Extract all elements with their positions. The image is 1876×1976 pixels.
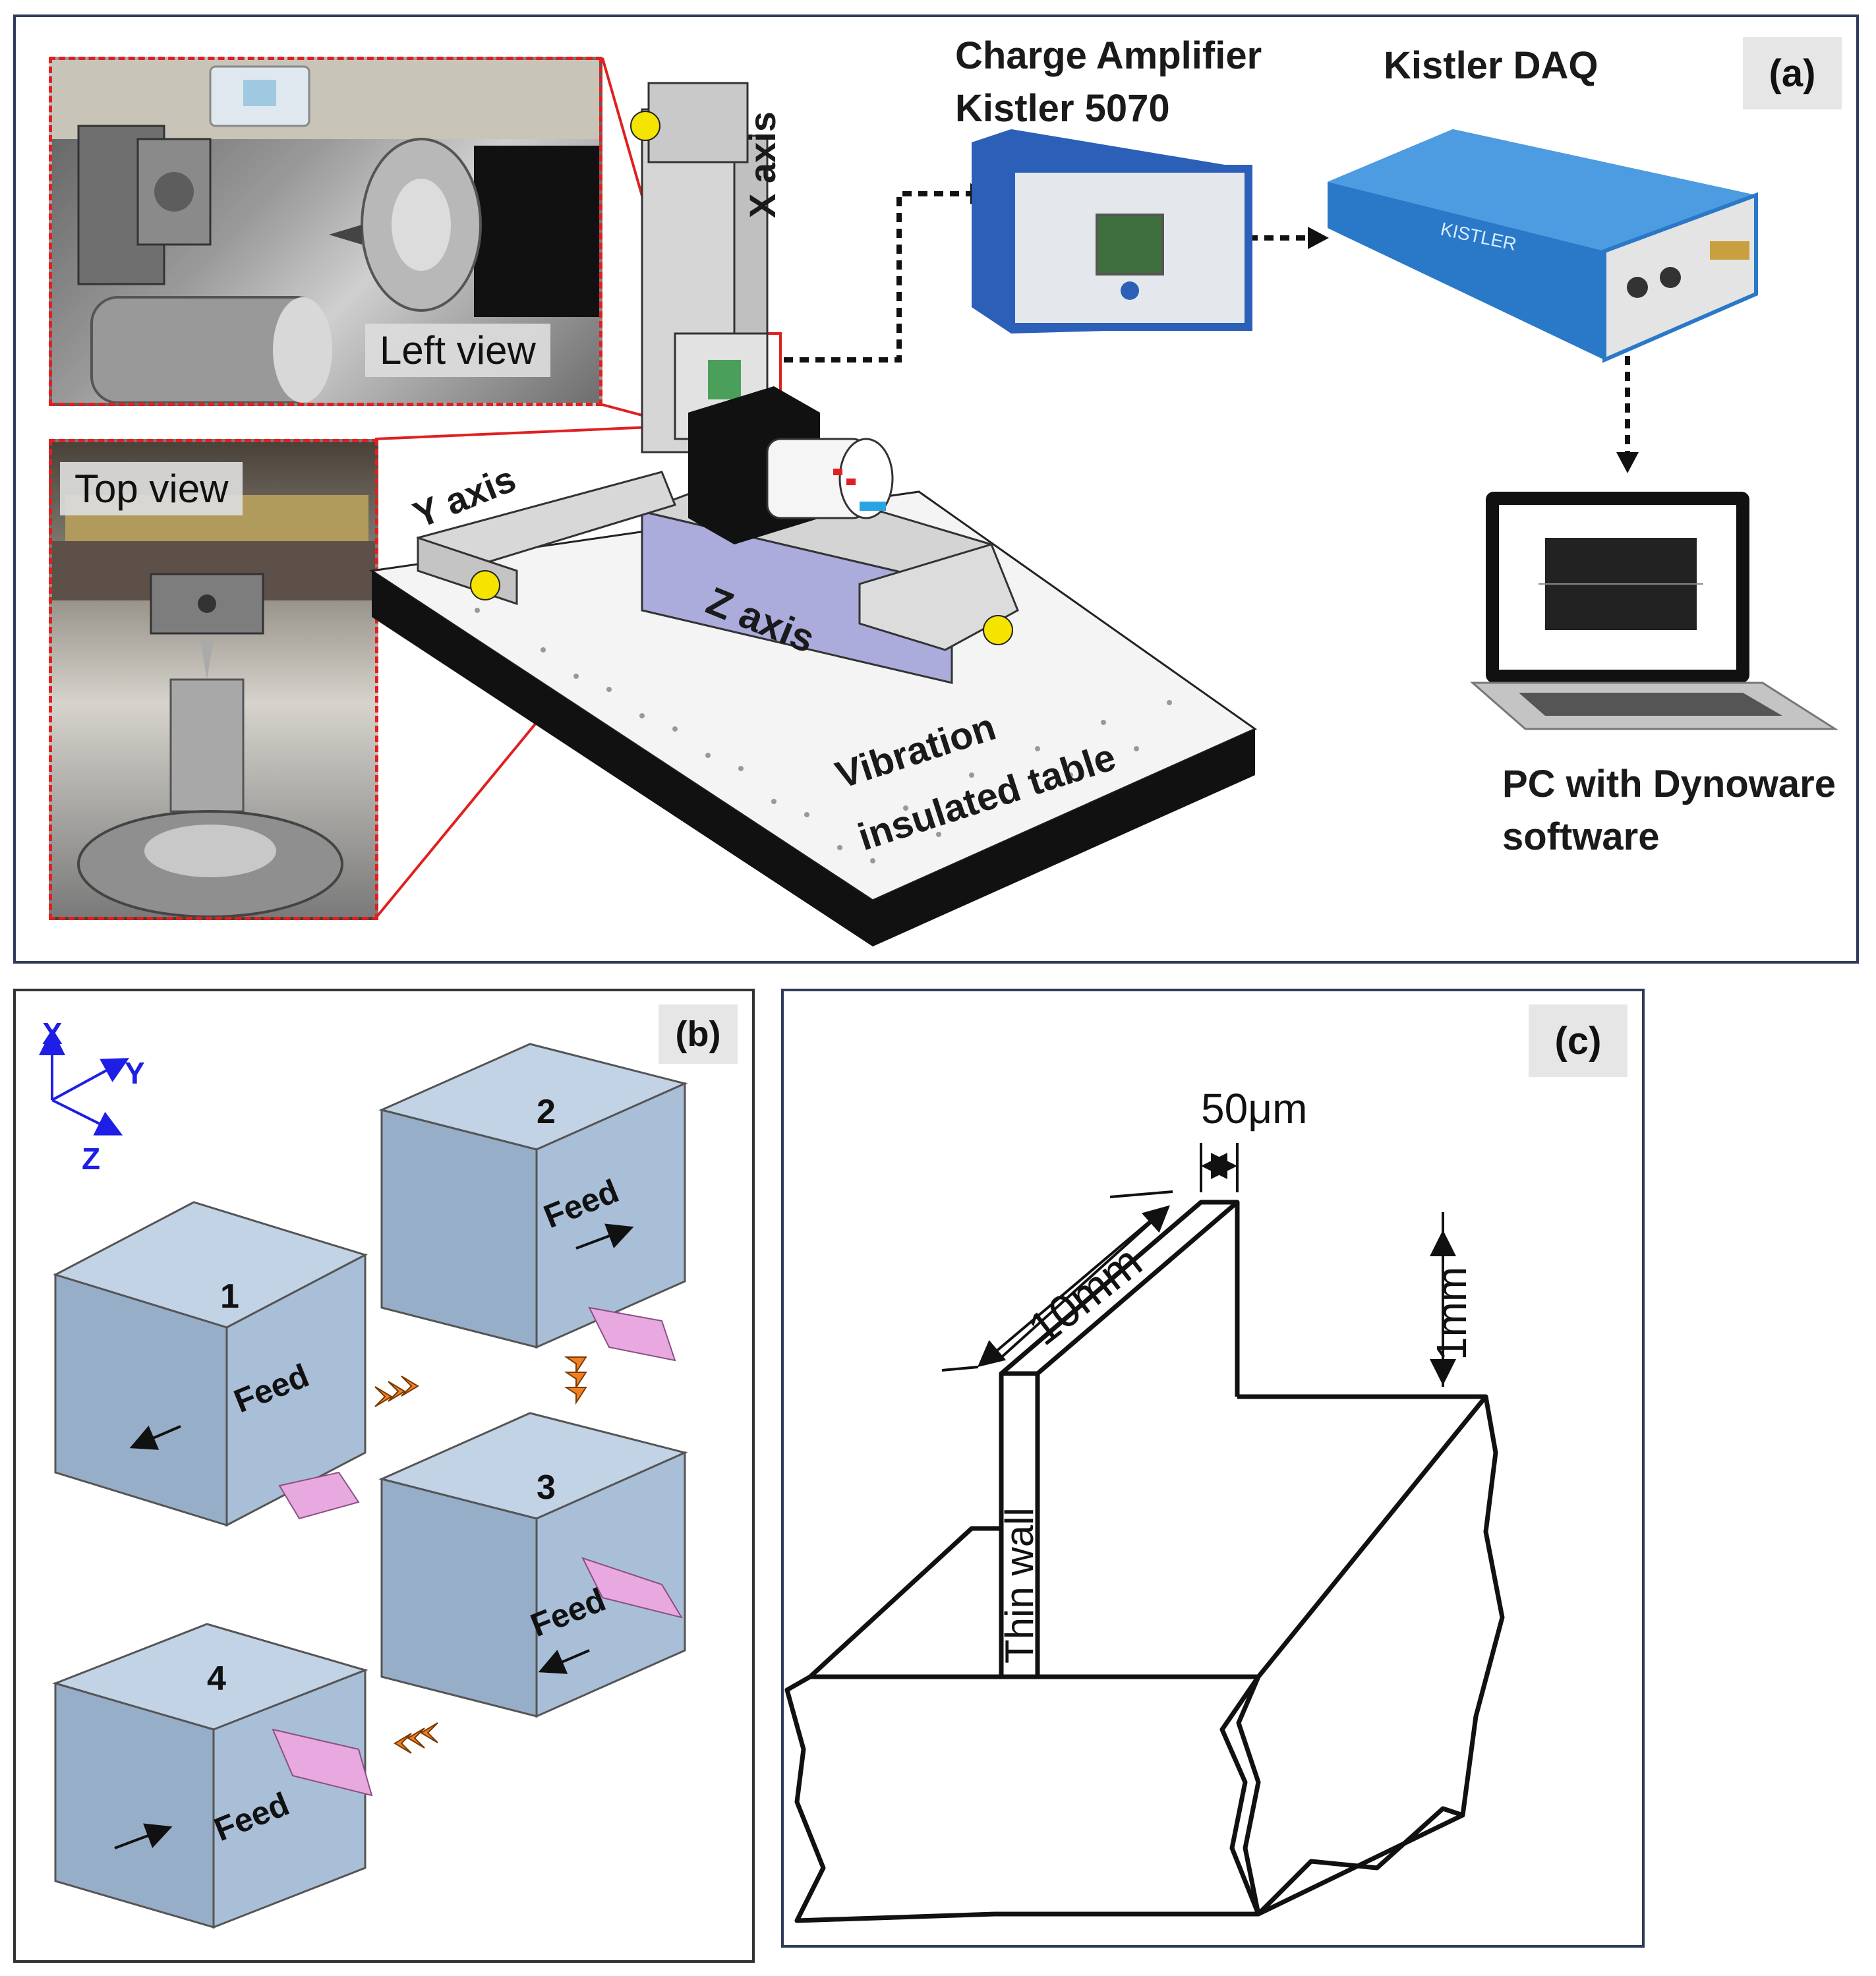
y-axis-stage (416, 471, 676, 606)
block-2 (378, 1043, 688, 1362)
top-view-illustration (52, 495, 375, 917)
zoom-line-low (374, 424, 682, 440)
signal-arrow-to-pc (1616, 452, 1639, 473)
x-axis-label: X axis (742, 111, 783, 218)
block-3-number: 3 (537, 1468, 556, 1507)
dimension-lines (941, 1143, 1456, 1387)
machine-setup-drawing: KISTLER (368, 57, 1839, 946)
daq-label: Kistler DAQ (1384, 44, 1598, 87)
milling-sequence-drawing: X Y Z 1 2 3 4 Feed Feed Feed Feed (39, 1016, 688, 1929)
axis-x-label: X (42, 1016, 63, 1051)
width-dimension-label: 50μm (1201, 1085, 1307, 1132)
x-axis-column (630, 82, 769, 453)
signal-line-to-amplifier (784, 191, 970, 363)
pc-label-line2: software (1502, 815, 1660, 858)
pc-laptop (1470, 492, 1839, 730)
block-3 (378, 1412, 688, 1718)
panel-b: (b) (13, 989, 755, 1963)
axis-z-label: Z (82, 1142, 100, 1176)
left-view-photo: Left view (49, 57, 602, 406)
thin-wall-label: Thin wall (997, 1507, 1041, 1664)
axis-y-label: Y (125, 1056, 145, 1090)
spindle (688, 386, 894, 544)
panel-a: (a) Left view T (13, 15, 1859, 964)
panel-b-tag: (b) (659, 1004, 738, 1064)
axes-triad (39, 1029, 130, 1136)
block-4 (52, 1623, 373, 1929)
kistler-daq: KISTLER (1328, 129, 1758, 363)
height-dimension-label: 1mm (1428, 1267, 1475, 1360)
panel-c: (c) 50μm (781, 989, 1645, 1948)
block-1-number: 1 (220, 1277, 239, 1316)
signal-arrow-to-daq (1308, 227, 1329, 249)
panel-a-tag: (a) (1743, 37, 1842, 109)
thin-wall-drawing: 50μm 10mm 1mm Thin wall (784, 1085, 1505, 1923)
top-view-label: Top view (60, 462, 243, 515)
amplifier-label-line1: Charge Amplifier (955, 34, 1262, 77)
charge-amplifier (972, 129, 1252, 334)
transition-arrow-2-to-3 (564, 1356, 587, 1405)
top-view-photo: Top view (49, 439, 378, 920)
left-view-label: Left view (365, 324, 550, 377)
panel-c-tag: (c) (1529, 1004, 1627, 1077)
block-2-number: 2 (537, 1093, 556, 1131)
amplifier-label-line2: Kistler 5070 (955, 87, 1170, 130)
transition-arrow-3-to-4 (394, 1722, 438, 1754)
left-view-illustration (52, 60, 599, 403)
pc-label-line1: PC with Dynoware (1502, 763, 1836, 805)
block-4-number: 4 (207, 1660, 226, 1698)
thin-wall-outline (784, 1200, 1505, 1923)
block-1 (53, 1201, 368, 1527)
transition-arrow-1-to-2 (374, 1376, 419, 1407)
